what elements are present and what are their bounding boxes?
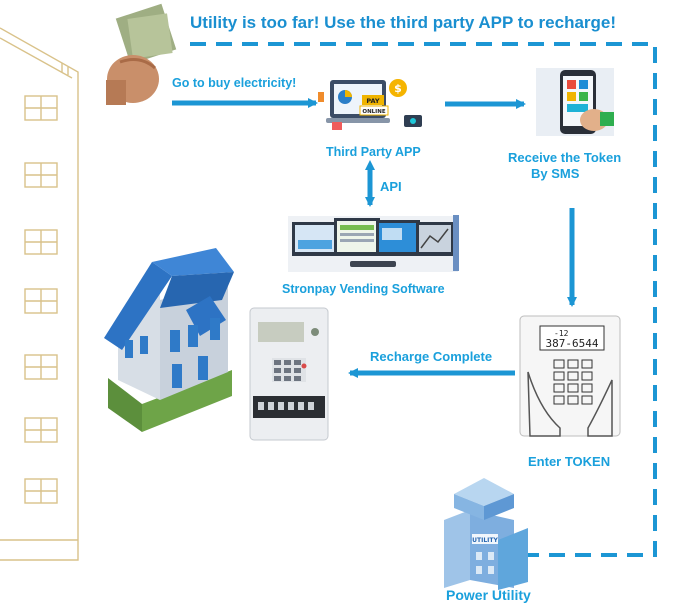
svg-text:$: $ <box>394 82 402 95</box>
label-by-sms: By SMS <box>531 166 580 181</box>
label-api: API <box>380 179 402 194</box>
vending-monitors-icon <box>288 215 459 272</box>
label-receive-token: Receive the Token <box>508 150 622 165</box>
utility-sign: UTILITY <box>472 537 498 544</box>
label-power-utility: Power Utility <box>446 587 531 603</box>
utility-building-icon: UTILITY <box>444 478 528 590</box>
meter-display: 387-6544 <box>546 337 599 350</box>
label-recharge-complete: Recharge Complete <box>370 349 493 364</box>
label-third-party-app: Third Party APP <box>326 145 421 159</box>
building-windows <box>24 95 58 504</box>
phone-sms-icon <box>536 68 614 136</box>
apartment-building-outline <box>0 27 79 561</box>
label-enter-token: Enter TOKEN <box>528 454 611 469</box>
label-vending-software: Stronpay Vending Software <box>282 282 445 296</box>
online-badge: ONLINE <box>362 109 385 115</box>
house-icon <box>104 248 234 432</box>
pay-badge: PAY <box>366 97 380 105</box>
meter-display-top: -12 <box>554 329 569 338</box>
label-go-buy: Go to buy electricity! <box>172 76 297 90</box>
money-hand-icon <box>106 3 177 105</box>
diagram-title: Utility is too far! Use the third party … <box>190 13 617 32</box>
keypad-meter-icon: -12 387-6544 <box>519 315 621 437</box>
third-party-app-icon: PAY ONLINE $ <box>318 79 422 130</box>
electric-meter-icon <box>249 307 329 441</box>
